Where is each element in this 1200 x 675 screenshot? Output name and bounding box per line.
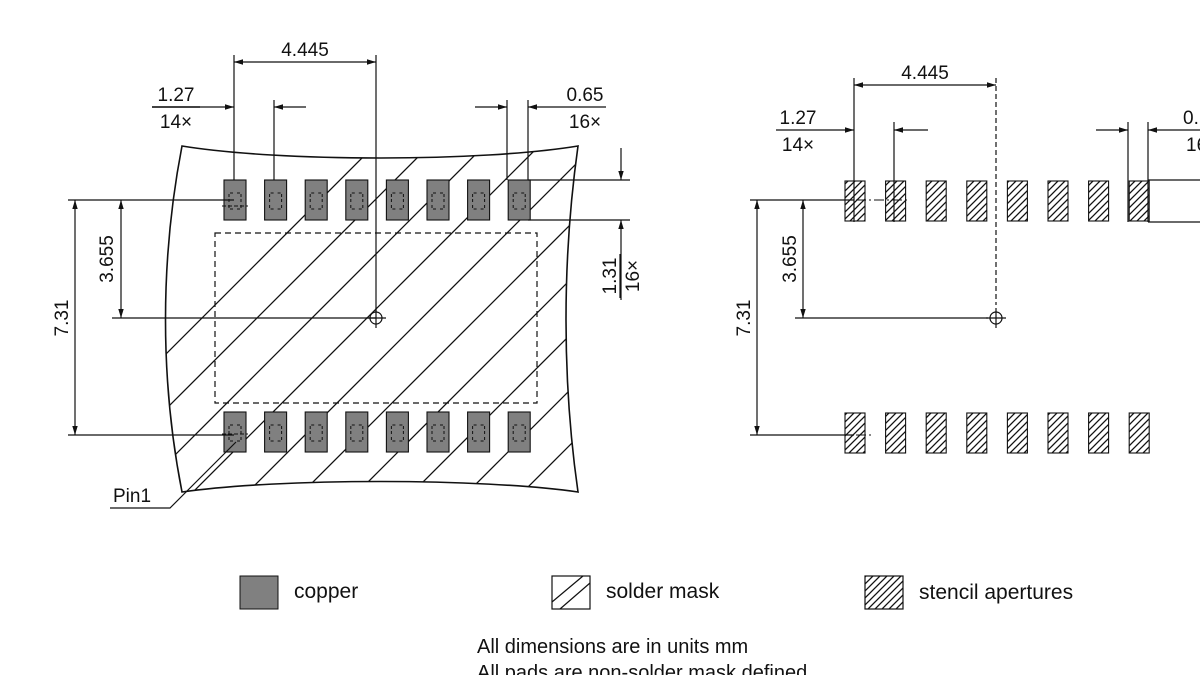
copper-pad bbox=[507, 411, 531, 453]
dim-row-span-left: 7.31 bbox=[52, 300, 73, 337]
dim-pad-height-count-left: 16× bbox=[623, 260, 644, 292]
copper-pad bbox=[426, 411, 450, 453]
dim-pad-width-value-left: 0.65 bbox=[567, 85, 604, 106]
dim-pad-pitch-value-left: 1.27 bbox=[158, 85, 195, 106]
copper-pad bbox=[264, 411, 288, 453]
right-view: 4.445 1.27 14× 0. 16 3.655 7.31 bbox=[734, 63, 1200, 454]
stencil-aperture bbox=[1047, 180, 1069, 222]
dim-pad-width-value-right: 0. bbox=[1183, 108, 1199, 129]
dim-pad-height-value-left: 1.31 bbox=[600, 258, 621, 295]
stencil-aperture bbox=[844, 180, 866, 222]
copper-pad bbox=[507, 179, 531, 221]
dimension-lines-right bbox=[750, 78, 1200, 436]
stencil-aperture bbox=[966, 412, 988, 454]
dim-center-offset-right: 3.655 bbox=[780, 235, 801, 283]
stencil-aperture bbox=[885, 180, 907, 222]
copper-pad bbox=[223, 411, 247, 453]
dim-pad-pitch-value-right: 1.27 bbox=[780, 108, 817, 129]
stencil-aperture bbox=[1128, 412, 1150, 454]
dim-pitch-right: 4.445 bbox=[901, 63, 949, 84]
legend-solder-mask-label: solder mask bbox=[606, 580, 720, 603]
stencil-swatch bbox=[864, 575, 904, 610]
pin1-label: Pin1 bbox=[113, 486, 151, 507]
dimension-lines-left bbox=[68, 55, 630, 509]
dim-pitch-left: 4.445 bbox=[281, 40, 329, 61]
copper-pad bbox=[385, 179, 409, 221]
center-mark-right bbox=[986, 308, 1006, 328]
copper-pad bbox=[304, 179, 328, 221]
stencil-aperture bbox=[885, 412, 907, 454]
stencil-aperture bbox=[1128, 180, 1150, 222]
legend-copper-label: copper bbox=[294, 580, 358, 603]
right-stencil-group bbox=[838, 180, 1150, 454]
stencil-aperture bbox=[925, 412, 947, 454]
dim-pad-width-count-left: 16× bbox=[569, 112, 601, 133]
stencil-aperture bbox=[1006, 412, 1028, 454]
copper-pad bbox=[264, 179, 288, 221]
dim-pad-width-count-right: 16 bbox=[1186, 135, 1200, 156]
stencil-aperture bbox=[966, 180, 988, 222]
note-pads: All pads are non-solder mask defined bbox=[477, 662, 807, 675]
legend: copper solder mask stencil apertures bbox=[239, 575, 1073, 610]
copper-swatch bbox=[239, 575, 279, 610]
left-pad-group bbox=[222, 179, 531, 453]
copper-pad bbox=[426, 179, 450, 221]
stencil-aperture bbox=[1088, 180, 1110, 222]
note-units: All dimensions are in units mm bbox=[477, 636, 748, 658]
stencil-aperture bbox=[1088, 412, 1110, 454]
copper-pad bbox=[467, 179, 491, 221]
copper-pad bbox=[304, 411, 328, 453]
solder-mask-swatch bbox=[551, 575, 591, 610]
stencil-aperture bbox=[1047, 412, 1069, 454]
stencil-aperture bbox=[844, 412, 866, 454]
dim-pad-pitch-count-right: 14× bbox=[782, 135, 814, 156]
copper-pad bbox=[345, 411, 369, 453]
stencil-aperture bbox=[925, 180, 947, 222]
dim-pad-pitch-count-left: 14× bbox=[160, 112, 192, 133]
legend-stencil-label: stencil apertures bbox=[919, 581, 1073, 604]
copper-pad bbox=[345, 179, 369, 221]
copper-pad bbox=[467, 411, 491, 453]
dim-row-span-right: 7.31 bbox=[734, 300, 755, 337]
dim-center-offset-left: 3.655 bbox=[97, 235, 118, 283]
left-view: 4.445 1.27 14× 0.65 16× 1.31 16× 3.655 7… bbox=[52, 40, 644, 509]
copper-pad bbox=[385, 411, 409, 453]
stencil-aperture bbox=[1006, 180, 1028, 222]
